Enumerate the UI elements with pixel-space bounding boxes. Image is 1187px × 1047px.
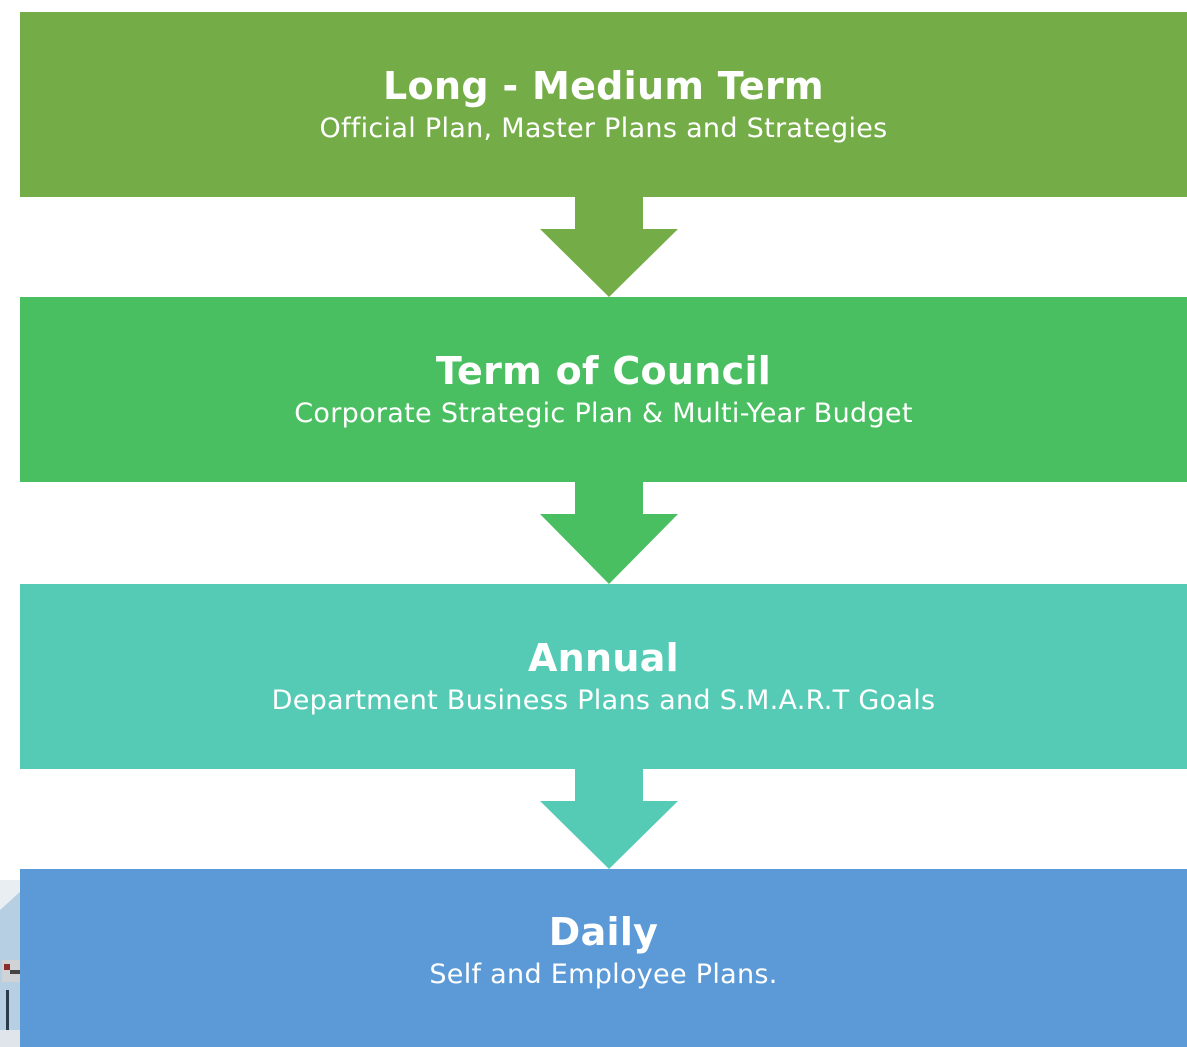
level-title: Term of Council [435,348,772,393]
level-annual: Annual Department Business Plans and S.M… [20,584,1187,769]
background-photo-fragment [0,880,22,1047]
down-arrow-2 [540,482,678,584]
level-title: Daily [548,910,659,954]
level-term-of-council: Term of Council Corporate Strategic Plan… [20,297,1187,482]
level-subtitle: Self and Employee Plans. [429,959,778,990]
level-subtitle: Department Business Plans and S.M.A.R.T … [271,684,936,716]
level-title: Annual [527,635,680,680]
level-subtitle: Corporate Strategic Plan & Multi-Year Bu… [294,397,913,429]
level-title: Long - Medium Term [383,63,824,108]
down-arrow-3 [540,769,678,869]
level-daily: Daily Self and Employee Plans. [20,869,1187,1047]
level-long-medium-term: Long - Medium Term Official Plan, Master… [20,12,1187,197]
down-arrow-1 [540,197,678,297]
level-subtitle: Official Plan, Master Plans and Strategi… [319,112,888,144]
